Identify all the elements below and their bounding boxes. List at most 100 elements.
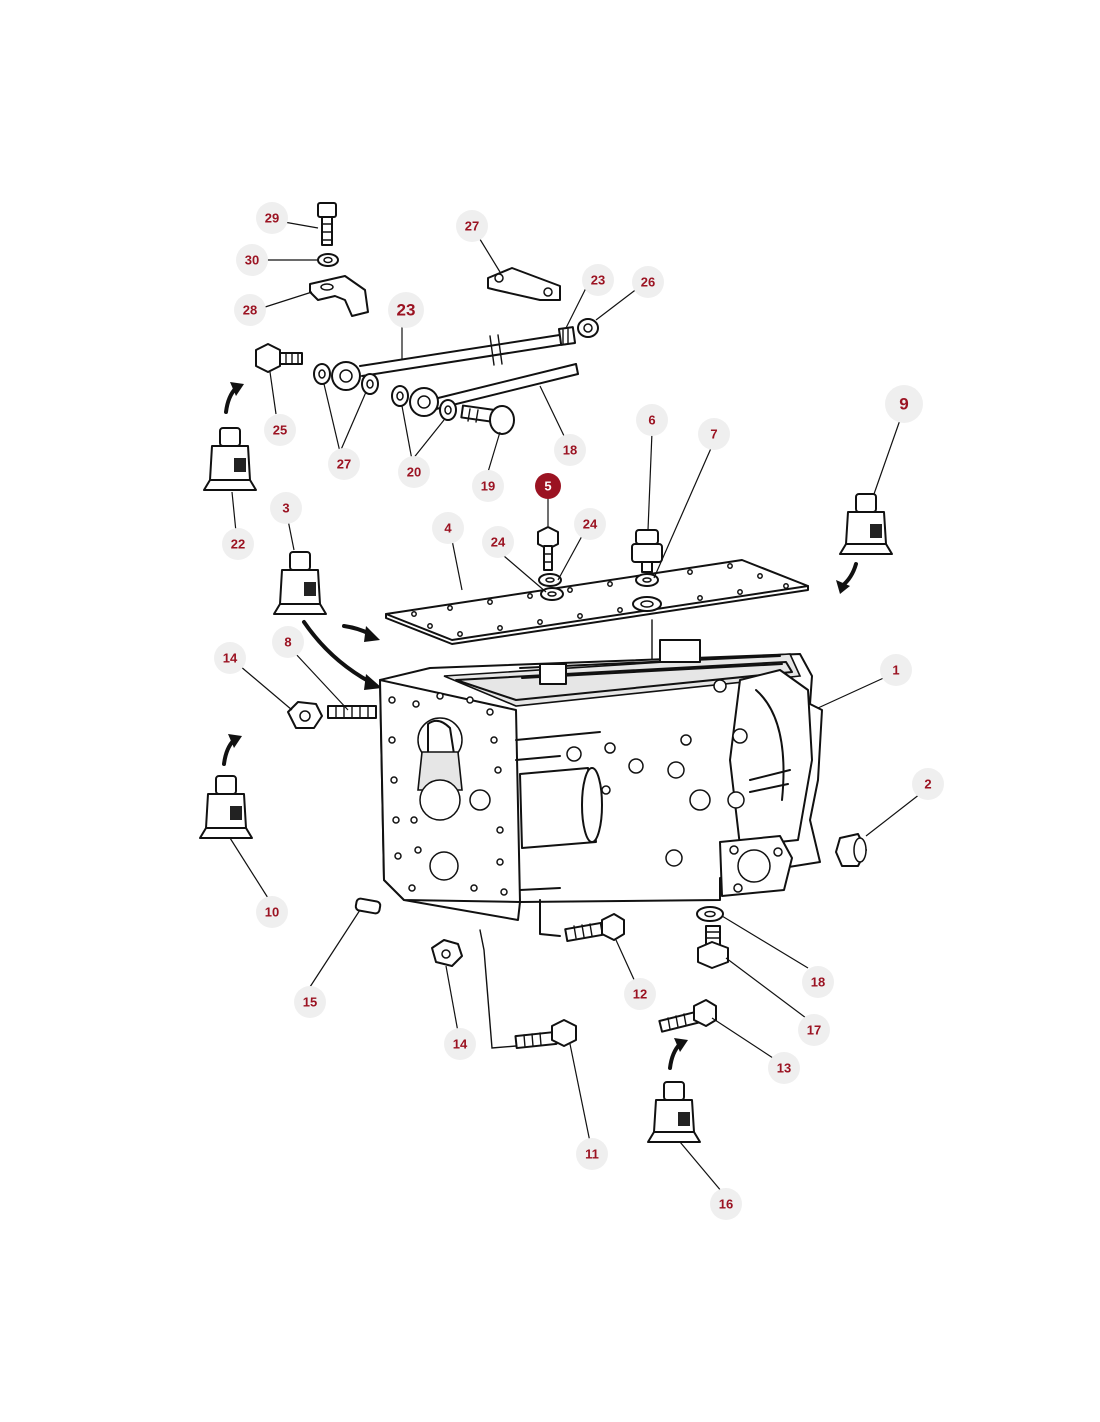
svg-text:16: 16	[719, 1197, 733, 1212]
callout-11: 11	[576, 1138, 608, 1170]
bolt-5	[537, 526, 559, 571]
bolt-20	[460, 404, 515, 435]
rod-end-27	[313, 361, 379, 395]
callout-10: 10	[256, 896, 288, 928]
svg-text:1: 1	[892, 663, 899, 678]
washer-25	[540, 587, 564, 601]
svg-text:3: 3	[282, 501, 289, 516]
breather-6	[631, 529, 663, 573]
callout-31: 29	[256, 202, 288, 234]
callout-3: 3	[270, 492, 302, 524]
svg-text:12: 12	[633, 987, 647, 1002]
callout-22: 22	[222, 528, 254, 560]
leader-lines	[229, 221, 921, 1193]
washer-32	[317, 253, 339, 267]
svg-text:26: 26	[641, 275, 655, 290]
callout-24: 2324	[574, 508, 606, 540]
svg-text:19: 19	[481, 479, 495, 494]
callout-19: 18	[554, 434, 586, 466]
svg-text:18: 18	[563, 443, 577, 458]
callout-30: 28	[234, 294, 266, 326]
nut-14-upper	[287, 701, 323, 729]
callout-14-upper: 14	[214, 642, 246, 674]
svg-text:23: 23	[591, 273, 605, 288]
arrow-3-plate	[342, 624, 380, 642]
callout-32: 30	[236, 244, 268, 276]
svg-text:27: 27	[465, 219, 479, 234]
callout-9: 9	[885, 385, 923, 423]
svg-text:29: 29	[265, 211, 279, 226]
washer-18	[696, 906, 724, 922]
callout-15: 15	[294, 986, 326, 1018]
callout-23-large: 23	[388, 292, 424, 328]
callout-8: 8	[272, 626, 304, 658]
arrow-16	[668, 1038, 688, 1070]
callout-18: 1818	[802, 966, 834, 998]
callout-13: 13	[768, 1052, 800, 1084]
svg-text:22: 22	[231, 537, 245, 552]
svg-text:30: 30	[245, 253, 259, 268]
gearbox-housing-1	[379, 639, 823, 937]
svg-text:27: 27	[337, 457, 351, 472]
arrow-3-housing	[302, 620, 382, 690]
bracket-29	[487, 267, 561, 301]
svg-text:4: 4	[444, 521, 452, 536]
oil-can-10	[199, 775, 253, 839]
washer-7	[632, 573, 662, 612]
svg-text:23: 23	[397, 301, 416, 320]
callout-12: 12	[624, 978, 656, 1010]
svg-text:5: 5	[544, 479, 551, 494]
callout-5: 5	[535, 473, 561, 499]
bolt-12	[564, 913, 625, 943]
oil-can-9	[839, 493, 893, 555]
washer-24	[538, 573, 562, 587]
callout-20: 19	[472, 470, 504, 502]
clamp-30	[309, 275, 369, 317]
callout-4: 4	[432, 512, 464, 544]
svg-text:7: 7	[710, 427, 717, 442]
callout-25: 24	[482, 526, 514, 558]
callout-7: 7	[698, 418, 730, 450]
svg-text:18: 18	[811, 975, 825, 990]
arrow-9	[836, 562, 858, 594]
nut-28	[577, 318, 599, 338]
rod-19	[429, 363, 579, 411]
bolt-13	[658, 999, 717, 1033]
callout-26: 25	[264, 414, 296, 446]
callout-17: 1717	[798, 1014, 830, 1046]
nut-14-lower	[431, 939, 463, 967]
callout-14-lower: 14	[444, 1028, 476, 1060]
svg-text:13: 13	[777, 1061, 791, 1076]
svg-text:6: 6	[648, 413, 655, 428]
bolt-11	[514, 1019, 577, 1050]
svg-text:2: 2	[924, 777, 931, 792]
svg-text:8: 8	[284, 635, 291, 650]
svg-text:11: 11	[585, 1147, 599, 1162]
bolt-26	[255, 343, 303, 373]
arrow-22	[224, 382, 244, 414]
svg-text:20: 20	[407, 465, 421, 480]
arrow-10	[222, 734, 242, 766]
callout-29: 27	[456, 210, 488, 242]
callout-16: 16	[710, 1188, 742, 1220]
svg-text:25: 25	[273, 423, 287, 438]
svg-text:15: 15	[303, 995, 317, 1010]
svg-text:10: 10	[265, 905, 279, 920]
oil-can-22	[203, 427, 257, 491]
callout-28: 26	[632, 266, 664, 298]
svg-text:24: 24	[583, 517, 598, 532]
svg-text:14: 14	[453, 1037, 468, 1052]
dowel-15	[354, 897, 382, 915]
callout-6: 6	[636, 404, 668, 436]
callout-1: 1	[880, 654, 912, 686]
svg-text:24: 24	[491, 535, 506, 550]
callout-2: 2	[912, 768, 944, 800]
callout-27: 2727	[328, 448, 360, 480]
svg-text:14: 14	[223, 651, 238, 666]
svg-text:9: 9	[899, 395, 908, 414]
oil-can-3	[273, 551, 327, 615]
rod-23	[359, 326, 577, 377]
bolt-31	[317, 202, 337, 246]
svg-text:17: 17	[807, 1023, 821, 1038]
